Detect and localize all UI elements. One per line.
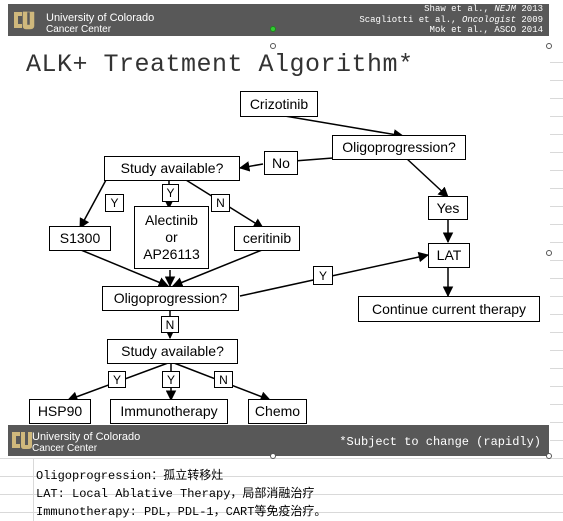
label-yes-hsp90: Y	[108, 371, 126, 388]
node-continue-current-therapy: Continue current therapy	[358, 296, 540, 322]
node-oligoprogression-2: Oligoprogression?	[102, 286, 239, 311]
citation-1: Shaw et al., NEJM 2013	[424, 4, 543, 14]
node-crizotinib: Crizotinib	[240, 91, 318, 117]
slide-image[interactable]: University of Colorado Cancer Center Sha…	[8, 4, 549, 456]
node-alectinib-or-ap26113: Alectinib or AP26113	[134, 206, 209, 269]
note-lat: LAT: Local Ablative Therapy，局部消融治疗	[36, 487, 315, 501]
slide-title: ALK+ Treatment Algorithm*	[26, 50, 414, 79]
label-yes-alectinib: Y	[162, 184, 179, 202]
node-lat: LAT	[428, 243, 470, 268]
university-name: University of Colorado	[46, 12, 155, 24]
footer-university-name: University of Colorado	[32, 431, 141, 443]
label-no-down: N	[161, 316, 179, 333]
node-immunotherapy: Immunotherapy	[110, 399, 228, 424]
resize-handle-bottom[interactable]	[270, 453, 276, 459]
resize-handle-top-right[interactable]	[546, 43, 552, 49]
node-yes: Yes	[428, 196, 468, 220]
footer-cancer-center-name: Cancer Center	[32, 443, 98, 454]
header-bar: University of Colorado Cancer Center Sha…	[8, 4, 549, 36]
note-immunotherapy: Immunotherapy: PDL，PDL-1，CART等免疫治疗。	[36, 505, 327, 519]
node-study-available-1: Study available?	[104, 156, 240, 181]
node-hsp90: HSP90	[29, 399, 91, 424]
note-oligoprogression: Oligoprogression：孤立转移灶	[36, 469, 224, 483]
node-study-available-2: Study available?	[107, 339, 238, 364]
cu-logo-icon	[12, 8, 36, 32]
label-no-chemo: N	[214, 371, 233, 388]
node-no: No	[264, 151, 298, 175]
citation-2: Scagliotti et al., Oncologist 2009	[359, 14, 543, 25]
cu-logo-icon	[12, 432, 32, 449]
cancer-center-name: Cancer Center	[46, 24, 112, 35]
citation-3: Mok et al., ASCO 2014	[429, 25, 543, 35]
citations: Shaw et al., NEJM 2013 Scagliotti et al.…	[359, 4, 543, 36]
notes-block: Oligoprogression：孤立转移灶 LAT: Local Ablati…	[36, 467, 326, 521]
node-ceritinib: ceritinib	[234, 226, 300, 251]
label-yes-s1300: Y	[105, 194, 124, 212]
label-no-ceritinib: N	[211, 194, 230, 212]
label-yes-immunotherapy: Y	[162, 371, 180, 388]
footer-bar: University of Colorado Cancer Center	[8, 425, 549, 456]
rotate-handle[interactable]	[270, 26, 276, 32]
label-yes-lat: Y	[313, 266, 333, 285]
node-s1300: S1300	[49, 226, 111, 251]
node-chemo: Chemo	[248, 399, 307, 424]
subject-to-change-note: *Subject to change (rapidly)	[339, 435, 541, 449]
resize-handle-bottom-right[interactable]	[546, 453, 552, 459]
resize-handle-right[interactable]	[546, 250, 552, 256]
node-oligoprogression-1: Oligoprogression?	[332, 135, 466, 160]
resize-handle-top[interactable]	[270, 43, 276, 49]
